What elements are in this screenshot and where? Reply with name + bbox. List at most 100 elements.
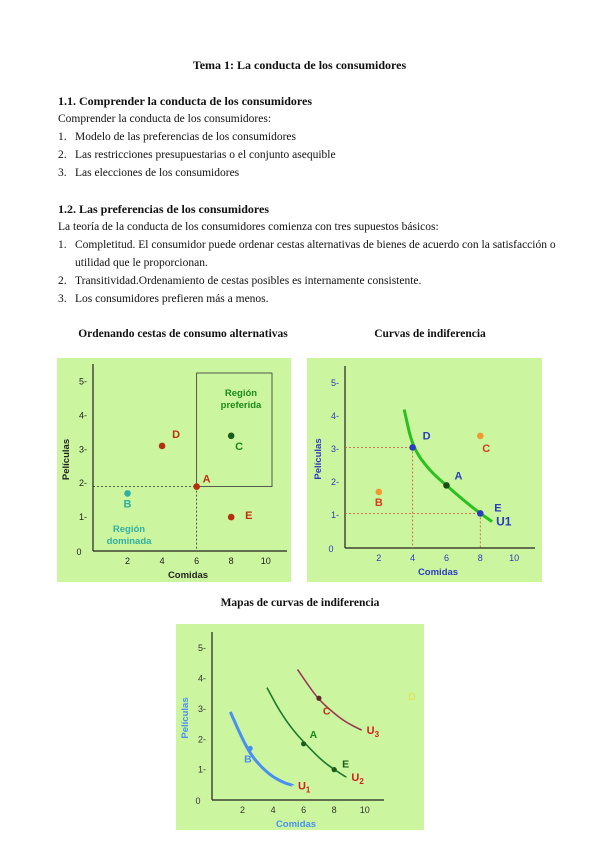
- point-label: C: [323, 705, 331, 717]
- x-tick-label: 8: [478, 553, 483, 563]
- section-2-intro: La teoría de la conducta de los consumid…: [58, 221, 439, 233]
- y-tick-label: 2-: [331, 477, 339, 487]
- list-number: 2.: [58, 275, 67, 287]
- indifference-curve-u1: [402, 409, 494, 523]
- list-item: 3. Los consumidores prefieren más a menos…: [58, 290, 558, 308]
- x-axis-label: Comidas: [276, 819, 316, 830]
- section-2-list: 1.Completitud. El consumidor puede orden…: [58, 236, 558, 308]
- y-tick-label: 1-: [331, 510, 339, 520]
- document-title: Tema 1: La conducta de los consumidores: [192, 58, 407, 72]
- x-tick-label: 6: [194, 556, 199, 566]
- list-number: 3.: [58, 293, 67, 305]
- x-tick-label: 2: [125, 556, 130, 566]
- x-tick-label: 6: [301, 805, 306, 815]
- point-label: E: [245, 510, 252, 522]
- y-tick-label: 4-: [79, 410, 87, 420]
- point-label: E: [494, 502, 501, 514]
- data-point: [193, 483, 200, 490]
- y-tick-label: 3-: [331, 444, 339, 454]
- series-label: U1: [496, 515, 512, 529]
- y-tick-label: 3-: [198, 704, 206, 714]
- list-number: 2.: [58, 149, 67, 161]
- x-tick-label: 2: [240, 805, 245, 815]
- list-item: 2. Transitividad.Ordenamiento de cestas p…: [58, 272, 558, 290]
- x-tick-label: 8: [229, 556, 234, 566]
- point-label: D: [172, 429, 180, 441]
- y-tick-label: 4-: [198, 674, 206, 684]
- list-text: Los consumidores prefieren más a menos.: [75, 293, 269, 305]
- point-label: B: [375, 497, 383, 509]
- point-label: A: [203, 474, 211, 486]
- series-label: U2: [351, 772, 364, 786]
- preferred-region-label: preferida: [221, 400, 262, 411]
- preferred-region-label: Región: [225, 388, 257, 399]
- data-point: [316, 695, 322, 701]
- point-label: A: [454, 470, 462, 482]
- y-tick-label: 4-: [331, 411, 339, 421]
- x-axis-label: Comidas: [418, 567, 458, 578]
- section-1-heading: 1.1. Comprender la conducta de los consu…: [58, 94, 313, 108]
- chart-1-title: Ordenando cestas de consumo alternativas: [78, 328, 288, 340]
- list-text: Transitividad.Ordenamiento de cestas pos…: [75, 275, 422, 287]
- data-point: [247, 745, 253, 751]
- data-point: [227, 432, 235, 440]
- section-1: 1.1. Comprender la conducta de los consu…: [58, 92, 558, 182]
- faint-point-label: D: [408, 692, 415, 703]
- chart-2-title: Curvas de indiferencia: [374, 328, 486, 340]
- indifference-curve-u1: [228, 711, 294, 787]
- x-tick-label: 4: [271, 805, 276, 815]
- y-tick-label: 1-: [79, 512, 87, 522]
- section-2: 1.2. Las preferencias de los consumidore…: [58, 200, 558, 308]
- chart-3-title: Mapas de curvas de indiferencia: [220, 597, 380, 609]
- data-point: [375, 488, 383, 496]
- point-label: C: [482, 443, 490, 455]
- point-label: B: [244, 753, 252, 765]
- list-item: 3. Las elecciones de los consumidores: [58, 164, 558, 182]
- list-text: Las elecciones de los consumidores: [75, 167, 240, 179]
- point-label: D: [423, 430, 431, 442]
- y-axis-label: Películas: [61, 439, 72, 480]
- list-text: Las restricciones presupuestarias o el c…: [75, 149, 336, 161]
- x-tick-label: 4: [160, 556, 165, 566]
- list-number: 1.: [58, 239, 67, 251]
- preferred-region-box: [196, 372, 273, 488]
- list-number: 1.: [58, 131, 67, 143]
- series-label: U1: [298, 780, 311, 794]
- point-label: A: [310, 729, 318, 741]
- data-point: [158, 442, 166, 450]
- data-point: [227, 513, 235, 521]
- x-tick-label: 10: [261, 556, 271, 566]
- dominated-region-label: Región: [113, 524, 145, 535]
- y-tick-label: 2-: [198, 734, 206, 744]
- list-item: 1.Modelo de las preferencias de los cons…: [58, 128, 558, 146]
- origin-label: 0: [76, 547, 81, 557]
- origin-label: 0: [328, 544, 333, 554]
- list-item: 1.Completitud. El consumidor puede orden…: [58, 236, 558, 272]
- point-label: C: [235, 441, 243, 453]
- x-tick-label: 2: [376, 553, 381, 563]
- y-axis-label: Películas: [313, 438, 324, 479]
- x-tick-label: 10: [509, 553, 519, 563]
- x-tick-label: 4: [410, 553, 415, 563]
- list-number: 3.: [58, 167, 67, 179]
- y-axis-label: Películas: [180, 697, 191, 738]
- y-tick-label: 5-: [79, 377, 87, 387]
- data-point: [476, 432, 484, 440]
- data-point: [331, 767, 337, 773]
- list-item: 2. Las restricciones presupuestarias o el…: [58, 146, 558, 164]
- data-point: [301, 741, 307, 747]
- y-tick-label: 1-: [198, 765, 206, 775]
- data-point: [124, 490, 131, 497]
- x-axis-label: Comidas: [168, 570, 208, 581]
- dominated-region-label: dominada: [107, 536, 153, 547]
- y-tick-label: 2-: [79, 478, 87, 488]
- x-tick-label: 6: [444, 553, 449, 563]
- x-tick-label: 10: [360, 805, 370, 815]
- section-1-list: 1.Modelo de las preferencias de los cons…: [58, 128, 558, 182]
